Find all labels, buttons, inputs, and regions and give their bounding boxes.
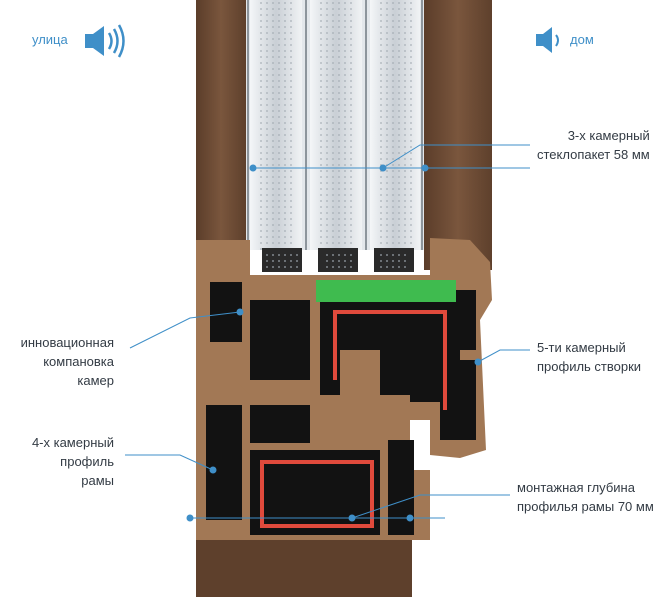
mount-depth-annotation: монтажная глубина профилья рамы 70 мм — [517, 478, 654, 516]
outside-label: улица — [32, 32, 68, 47]
chamber-layout-annotation: инновационная компановка камер — [10, 333, 114, 390]
chamber-layout-line-1: инновационная — [20, 335, 114, 350]
glass-unit — [246, 0, 424, 272]
mount-depth-line-1: монтажная глубина — [517, 480, 635, 495]
speaker-quiet-icon — [536, 27, 559, 53]
frame-profile-line-2: профиль — [60, 454, 114, 469]
speaker-loud-icon — [85, 24, 125, 58]
frame-profile-line-3: рамы — [81, 473, 114, 488]
leader-lines — [125, 144, 530, 522]
chamber-layout-line-3: камер — [77, 373, 114, 388]
frame-profile-line-1: 4-х камерный — [31, 435, 114, 450]
sash-profile-annotation: 5-ти камерный профиль створки — [537, 338, 641, 376]
glass-unit-line-2: стеклопакет 58 мм — [537, 147, 650, 162]
inside-label: дом — [570, 32, 594, 47]
wood-lamination-right — [424, 0, 492, 270]
sash-profile-line-1: 5-ти камерный — [537, 340, 626, 355]
glass-unit-annotation: 3-х камерный стеклопакет 58 мм — [537, 126, 650, 164]
sash-profile-line-2: профиль створки — [537, 359, 642, 374]
glass-unit-line-1: 3-х камерный — [567, 128, 650, 143]
chamber-layout-line-2: компановка — [43, 354, 114, 369]
frame-profile — [196, 380, 430, 540]
wood-lamination-bottom — [196, 540, 412, 597]
mount-depth-line-2: профилья рамы 70 мм — [517, 499, 654, 514]
frame-profile-annotation: 4-х камерный профиль рамы — [10, 433, 114, 490]
